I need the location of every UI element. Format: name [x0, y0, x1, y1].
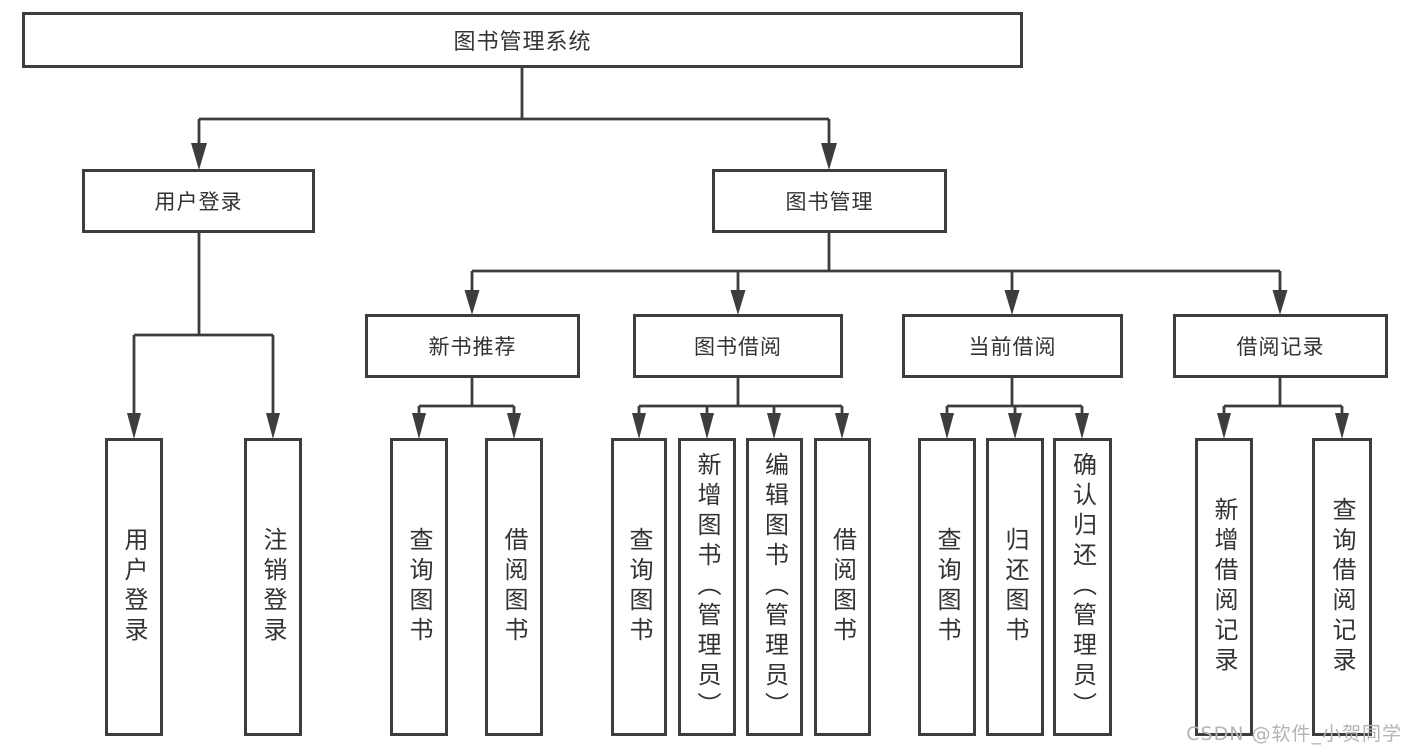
- leaf-add-record: 新增借阅记录: [1195, 438, 1253, 736]
- arrowheads: [127, 143, 1349, 439]
- leaf-user-login-label: 用户登录: [120, 527, 148, 647]
- node-current-borrow-label: 当前借阅: [968, 335, 1057, 359]
- node-new-book-rec: 新书推荐: [365, 314, 580, 378]
- leaf-add-book: 新增图书（管理员）: [678, 438, 736, 736]
- node-current-borrow: 当前借阅: [902, 314, 1123, 378]
- leaf-return-book-label: 归还图书: [1001, 527, 1029, 647]
- node-book-borrow-label: 图书借阅: [694, 335, 782, 359]
- leaf-query-book-2-label: 查询图书: [625, 527, 653, 647]
- leaf-query-book-1: 查询图书: [390, 438, 448, 736]
- leaf-logout: 注销登录: [244, 438, 302, 736]
- leaf-query-record: 查询借阅记录: [1312, 438, 1372, 736]
- leaf-user-login: 用户登录: [105, 438, 163, 736]
- leaf-query-book-2: 查询图书: [611, 438, 667, 736]
- leaf-query-book-3-label: 查询图书: [933, 527, 961, 647]
- node-book-mgmt: 图书管理: [712, 169, 947, 233]
- node-user-login-label: 用户登录: [154, 190, 243, 214]
- node-borrow-record-label: 借阅记录: [1236, 335, 1325, 359]
- leaf-borrow-book-2-label: 借阅图书: [828, 527, 857, 647]
- leaf-logout-label: 注销登录: [259, 527, 287, 647]
- leaf-query-book-3: 查询图书: [918, 438, 976, 736]
- leaf-query-record-label: 查询借阅记录: [1328, 497, 1356, 677]
- leaf-add-record-label: 新增借阅记录: [1210, 497, 1238, 677]
- leaf-borrow-book-1-label: 借阅图书: [500, 527, 528, 647]
- node-book-borrow: 图书借阅: [633, 314, 843, 378]
- leaf-add-book-label: 新增图书（管理员）: [693, 452, 721, 722]
- leaf-query-book-1-label: 查询图书: [405, 527, 433, 647]
- csdn-watermark: CSDN @软件_小贺同学: [1186, 723, 1402, 745]
- leaf-borrow-book-1: 借阅图书: [485, 438, 543, 736]
- leaf-confirm-return-label: 确认归还（管理员）: [1068, 452, 1097, 722]
- leaf-borrow-book-2: 借阅图书: [814, 438, 871, 736]
- node-root: 图书管理系统: [22, 12, 1023, 68]
- node-root-label: 图书管理系统: [453, 30, 592, 55]
- node-book-mgmt-label: 图书管理: [785, 190, 874, 214]
- leaf-return-book: 归还图书: [986, 438, 1044, 736]
- leaf-edit-book: 编辑图书（管理员）: [746, 438, 803, 736]
- leaf-confirm-return: 确认归还（管理员）: [1053, 438, 1112, 736]
- node-user-login: 用户登录: [82, 169, 315, 233]
- node-borrow-record: 借阅记录: [1173, 314, 1388, 378]
- node-new-book-rec-label: 新书推荐: [428, 335, 517, 359]
- leaf-edit-book-label: 编辑图书（管理员）: [760, 452, 789, 722]
